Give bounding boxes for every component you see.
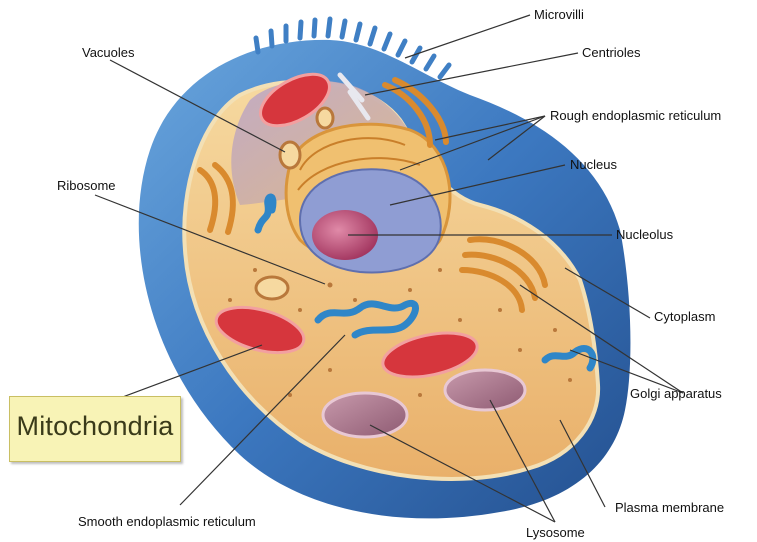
label-plasma-membrane: Plasma membrane [615,500,724,515]
label-ribosome: Ribosome [57,178,116,193]
mitochondria-label-box: Mitochondria [9,396,181,462]
label-lysosome: Lysosome [526,525,585,540]
label-microvilli: Microvilli [534,7,584,22]
label-vacuoles: Vacuoles [82,45,135,60]
label-golgi: Golgi apparatus [630,386,722,401]
label-mitochondria: Mitochondria [10,411,180,442]
label-nucleolus: Nucleolus [616,227,674,242]
label-smooth-er: Smooth endoplasmic reticulum [78,514,256,529]
label-centrioles: Centrioles [582,45,641,60]
label-cytoplasm: Cytoplasm [654,309,715,324]
label-nucleus: Nucleus [570,157,617,172]
label-rough-er: Rough endoplasmic reticulum [550,108,721,123]
